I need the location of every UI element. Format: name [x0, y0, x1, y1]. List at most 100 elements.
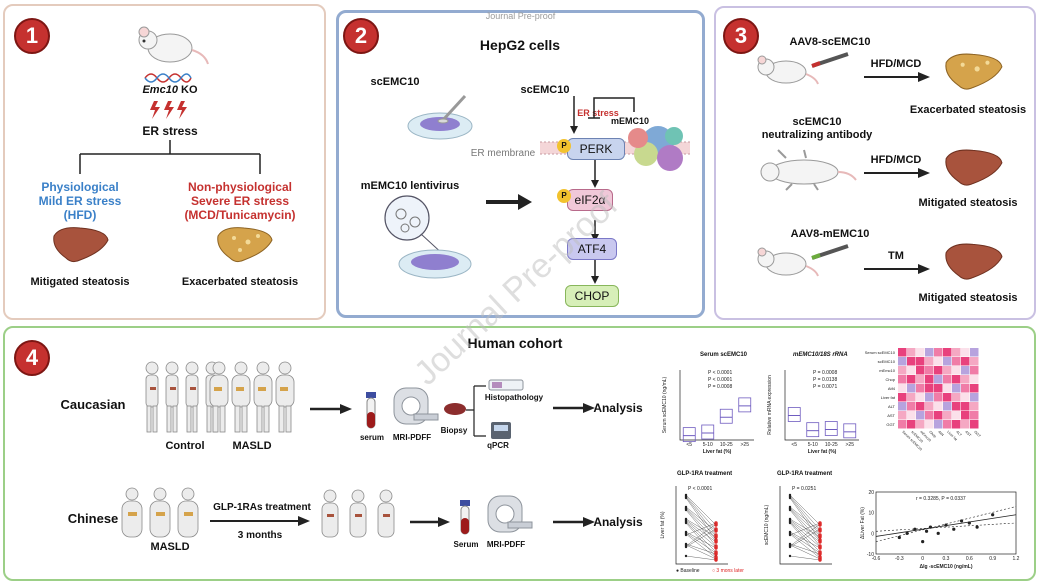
tick-label-2: 10-25 — [720, 442, 733, 448]
fatty-liver-icon — [217, 227, 273, 263]
row3-label: AAV8-mEMC10 — [790, 228, 870, 240]
heatmap-cell-2-2 — [916, 366, 925, 375]
followup-point-19 — [714, 521, 718, 525]
sc-top-label: scEMC10 — [520, 84, 570, 96]
heatmap-cell-3-2 — [916, 375, 925, 384]
baseline-point-19 — [788, 533, 792, 537]
branch-to-histo — [466, 385, 486, 437]
tick-label-3: >25 — [741, 442, 750, 448]
y-axis-label: scEMC10 (ng/mL) — [764, 505, 770, 546]
baseline-point-21 — [788, 521, 792, 525]
pair-line-20 — [789, 497, 821, 541]
scatter-point-6 — [936, 531, 940, 535]
legend-followup: ○ 3 mons later — [712, 568, 744, 574]
heatmap-row-label-3: Chop — [885, 377, 895, 382]
chart-glp-liver-fat: Liver fat (%)P < 0.0001● Baseline○ 3 mon… — [660, 486, 744, 574]
pair-line-17 — [789, 528, 821, 548]
heatmap-cell-2-6 — [952, 366, 961, 375]
heatmap-cell-3-5 — [943, 375, 952, 384]
p-annotation-2: P = 0.0008 — [708, 384, 732, 390]
heatmap-cell-4-8 — [970, 384, 979, 393]
phys-label-1: Physiological — [41, 180, 119, 194]
followup-point-15 — [714, 533, 718, 537]
x-tick-3: 0.3 — [943, 556, 950, 562]
heatmap-cell-6-6 — [952, 402, 961, 411]
nonphys-label-1: Non-physiological — [187, 180, 292, 194]
box-1 — [806, 422, 820, 438]
biopsy-tissue-icon — [444, 403, 466, 415]
y-axis-label: ΔLiver Fat (%) — [860, 507, 866, 539]
heatmap-cell-1-7 — [961, 357, 970, 366]
phys-label-3: (HFD) — [63, 208, 97, 222]
pair-line-13 — [685, 508, 717, 542]
heatmap-cell-0-4 — [934, 348, 943, 357]
masld-label: MASLD — [232, 440, 272, 452]
heatmap-cell-7-1 — [907, 411, 916, 420]
heatmap-cell-2-3 — [925, 366, 934, 375]
tick-label-0: <5 — [791, 442, 797, 448]
memc10-label: mEMC10 — [610, 116, 649, 126]
heatmap-cell-6-1 — [907, 402, 916, 411]
heatmap-col-label-6: ALT — [955, 430, 963, 438]
heatmap-cell-1-8 — [970, 357, 979, 366]
pair-line-21 — [685, 522, 717, 558]
box-0 — [682, 427, 696, 443]
legend-baseline: ● Baseline — [676, 568, 700, 574]
pair-line-14 — [789, 533, 821, 559]
heatmap-cell-2-1 — [907, 366, 916, 375]
fatty-liver-icon-2 — [945, 53, 1003, 90]
pair-line-19 — [685, 522, 717, 536]
heatmap-cell-8-3 — [925, 420, 934, 429]
box-3 — [843, 423, 857, 439]
box-0 — [787, 407, 801, 422]
panel-2-title: HepG2 cells — [479, 37, 561, 53]
x-tick-5: 0.9 — [989, 556, 996, 562]
y-axis-label: Serum scEMC10 (ng/mL) — [662, 376, 668, 433]
masld-label-2: MASLD — [150, 541, 190, 553]
pair-line-9 — [685, 532, 717, 554]
heatmap-cell-1-2 — [916, 357, 925, 366]
sc-dish-label: scEMC10 — [370, 76, 420, 88]
panel-4-badge: 4 — [14, 340, 50, 376]
mouse-injection-icon-1 — [757, 52, 849, 85]
tick-label-1: 5-10 — [808, 442, 818, 448]
er-membrane-label: ER membrane — [470, 148, 536, 159]
followup-point-19 — [818, 521, 822, 525]
baseline-point-20 — [684, 496, 688, 500]
analysis-label-1: Analysis — [593, 401, 643, 415]
y-tick-2: 10 — [868, 511, 874, 517]
heatmap-cell-7-8 — [970, 411, 979, 420]
heatmap-cell-3-0 — [898, 375, 907, 384]
heatmap-cell-8-7 — [961, 420, 970, 429]
heatmap-cell-8-6 — [952, 420, 961, 429]
gene-suffix: KO — [177, 84, 198, 96]
people-group-masld — [209, 361, 295, 433]
heatmap-cell-3-3 — [925, 375, 934, 384]
lentivirus-dish-icon — [384, 195, 472, 279]
mri-label-2: MRI-PDFF — [486, 540, 526, 549]
heatmap-cell-4-5 — [943, 384, 952, 393]
pair-line-6 — [685, 519, 717, 543]
arrow-row1 — [864, 72, 930, 82]
heatmap-cell-2-7 — [961, 366, 970, 375]
row1-outcome: Exacerbated steatosis — [909, 104, 1027, 116]
branch-lines — [79, 140, 261, 174]
heatmap-cell-8-8 — [970, 420, 979, 429]
y-tick-3: 20 — [868, 490, 874, 496]
p-annotation-0: P = 0.0008 — [813, 370, 837, 376]
phys-label-2: Mild ER stress — [38, 194, 122, 208]
healthy-liver-icon-2 — [945, 149, 1003, 186]
baseline-point-0 — [788, 554, 792, 558]
followup-point-16 — [818, 550, 822, 554]
blood-tube-icon-2 — [460, 500, 470, 535]
heatmap-row-label-8: GGT — [886, 422, 895, 427]
healthy-liver-icon-3 — [945, 243, 1003, 280]
pair-line-7 — [685, 544, 717, 560]
heatmap-cell-6-7 — [961, 402, 970, 411]
followup-point-16 — [714, 550, 718, 554]
chart1-title: Serum scEMC10 — [700, 352, 748, 358]
heatmap-cell-6-8 — [970, 402, 979, 411]
serum-label-2: Serum — [453, 540, 479, 549]
pair-line-2 — [789, 543, 821, 555]
